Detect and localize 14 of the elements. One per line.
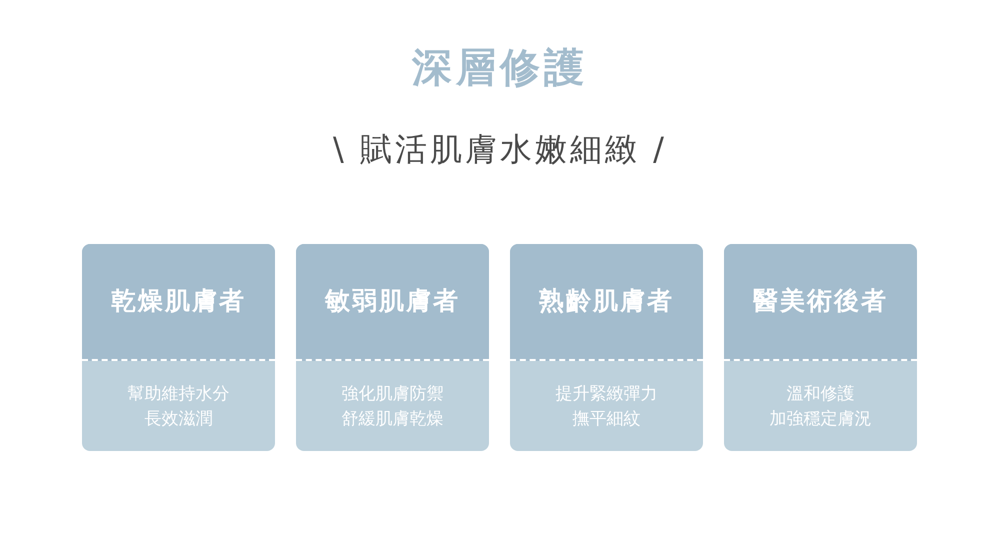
card-background bbox=[510, 244, 703, 451]
card-background bbox=[724, 244, 917, 451]
card-heading: 乾燥肌膚者 bbox=[110, 285, 247, 317]
card-background bbox=[82, 244, 275, 451]
card-description: 幫助維持水分長效滋潤 bbox=[126, 383, 230, 431]
card-background bbox=[296, 244, 489, 451]
card-heading: 敏弱肌膚者 bbox=[324, 285, 461, 317]
card-description: 溫和修護加強穩定膚況 bbox=[768, 383, 872, 431]
subtitle: \ 賦活肌膚水嫩細緻 / bbox=[333, 129, 667, 170]
card-description: 強化肌膚防禦舒緩肌膚乾燥 bbox=[340, 383, 444, 431]
title: 深層修護 bbox=[410, 44, 589, 93]
card-description: 提升緊緻彈力撫平細紋 bbox=[554, 383, 658, 431]
card-heading: 熟齡肌膚者 bbox=[538, 285, 675, 317]
card-heading: 醫美術後者 bbox=[752, 285, 889, 317]
